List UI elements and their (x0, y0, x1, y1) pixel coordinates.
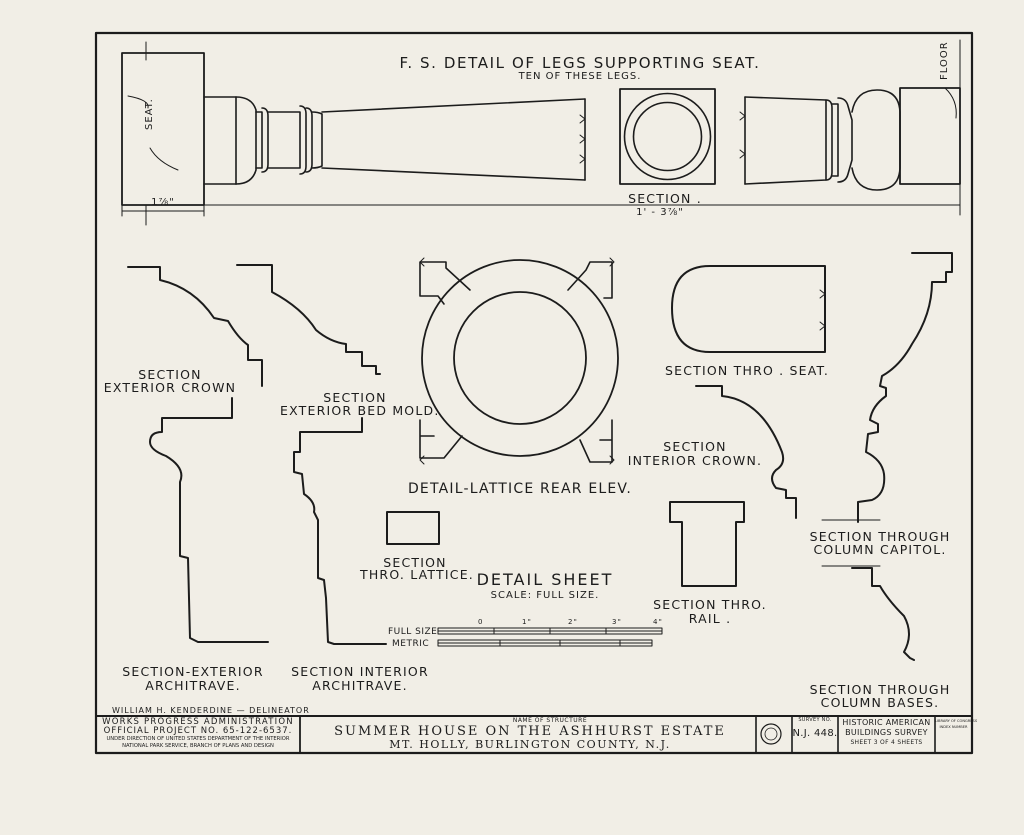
label-int-crown-2: INTERIOR CROWN. (627, 453, 763, 468)
label-capitol-2: COLUMN CAPITOL. (813, 542, 947, 557)
scale-tick-0: 0 (478, 618, 484, 626)
lattice-rear-elevation (419, 257, 619, 465)
label-lattice-rear: DETAIL-LATTICE REAR ELEV. (407, 481, 633, 497)
label-ext-bed-2: EXTERIOR BED MOLD. (280, 403, 440, 418)
name-caption: NAME OF STRUCTURE (512, 717, 588, 724)
survey-caption: SURVEY NO. (798, 717, 832, 723)
scale-bars (437, 627, 663, 647)
profile-exterior-bed-mold (236, 264, 381, 375)
profile-interior-architrave (293, 417, 387, 645)
label-ext-architrave-1: SECTION-EXTERIOR (122, 664, 264, 679)
full-size-label: FULL SIZE (388, 627, 438, 637)
metric-label: METRIC (392, 639, 430, 649)
profile-rail-section (669, 501, 745, 587)
profile-lattice-section (386, 511, 440, 545)
label-bases-2: COLUMN BASES. (820, 695, 940, 710)
profile-exterior-crown (127, 266, 263, 387)
habs-line-2: BUILDINGS SURVEY (845, 728, 928, 737)
wpa: WORKS PROGRESS ADMINISTRATION (102, 717, 294, 727)
official-project: OFFICIAL PROJECT NO. 65-122-6537. (103, 726, 293, 736)
scale-tick-4: 4" (653, 618, 664, 626)
legs-subtitle: TEN OF THESE LEGS. (518, 71, 642, 82)
section-label: SECTION . (628, 191, 702, 206)
under-direction: UNDER DIRECTION OF UNITED STATES DEPARTM… (106, 736, 290, 742)
profile-interior-crown (695, 385, 797, 519)
habs-seal (760, 723, 782, 745)
scale-tick-3: 3" (612, 618, 623, 626)
sheet-border (94, 31, 974, 755)
seat-label: SEAT. (144, 98, 155, 130)
label-lattice-section-1: SECTION (383, 555, 447, 570)
branch: NATIONAL PARK SERVICE, BRANCH OF PLANS A… (122, 743, 274, 749)
leg-detail (121, 39, 961, 226)
scale-note: SCALE: FULL SIZE. (490, 590, 600, 601)
label-int-architrave-1: SECTION INTERIOR (291, 664, 429, 679)
label-ext-bed-1: SECTION (323, 390, 387, 405)
seat-dimension: 1⅞" (151, 197, 175, 208)
profile-seat-section (671, 265, 826, 353)
profile-exterior-architrave (149, 397, 269, 643)
label-rail-2: RAIL . (688, 611, 732, 626)
structure-location: MT. HOLLY, BURLINGTON COUNTY, N.J. (389, 738, 671, 751)
label-int-architrave-2: ARCHITRAVE. (312, 678, 408, 693)
habs-line-1: HISTORIC AMERICAN (842, 718, 931, 727)
label-int-crown-1: SECTION (663, 439, 727, 454)
profile-column-bases (851, 567, 915, 661)
label-seat: SECTION THRO . SEAT. (665, 363, 830, 378)
detail-sheet-title: DETAIL SHEET (476, 570, 614, 589)
scale-tick-1: 1" (522, 618, 533, 626)
label-rail-1: SECTION THRO. (653, 597, 767, 612)
loc-line-1: LIBRARY OF CONGRESS (935, 719, 978, 723)
label-bases-1: SECTION THROUGH (809, 682, 951, 697)
label-lattice-section-2: THRO. LATTICE. (360, 567, 474, 582)
sheet-number: SHEET 3 OF 4 SHEETS (850, 739, 923, 746)
label-ext-crown-1: SECTION (138, 367, 202, 382)
delineator: WILLIAM H. KENDERDINE — DELINEATOR (112, 706, 310, 715)
profile-column-capitol (857, 252, 953, 523)
structure-name: SUMMER HOUSE ON THE ASHHURST ESTATE (334, 724, 726, 739)
length-dimension: 1' - 3⅞" (636, 207, 684, 218)
floor-label: FLOOR (939, 41, 950, 80)
label-ext-crown-2: EXTERIOR CROWN (103, 380, 237, 395)
label-ext-architrave-2: ARCHITRAVE. (145, 678, 241, 693)
loc-line-2: INDEX NUMBER (939, 725, 968, 729)
label-capitol-1: SECTION THROUGH (809, 529, 951, 544)
survey-number: N.J. 448. (792, 728, 838, 739)
scale-tick-2: 2" (568, 618, 579, 626)
legs-title: F. S. DETAIL OF LEGS SUPPORTING SEAT. (399, 54, 761, 72)
